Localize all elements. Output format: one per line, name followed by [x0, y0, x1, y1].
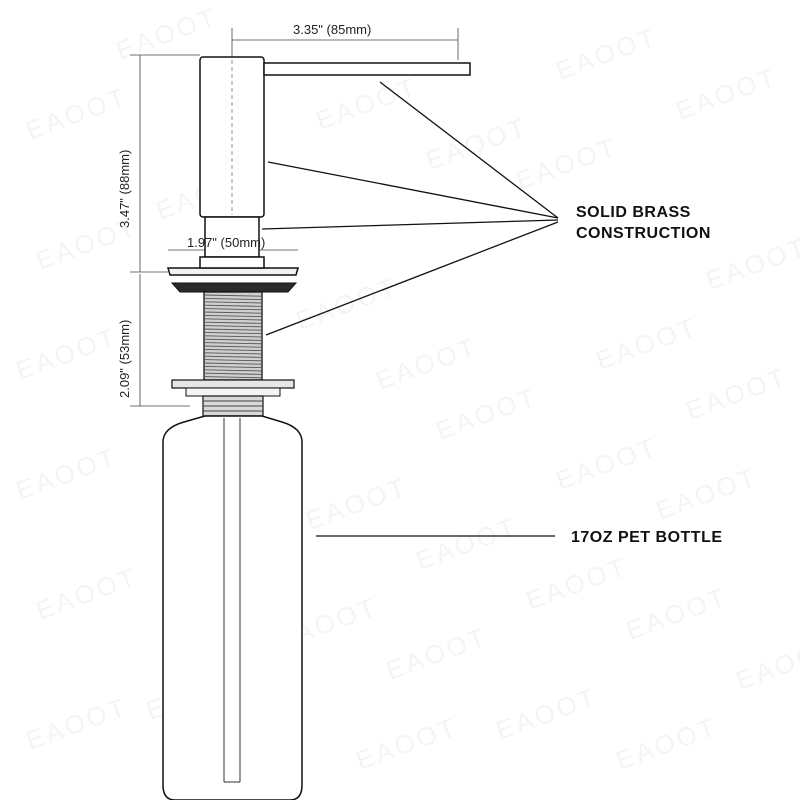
- pump-height-label: 3.47" (88mm): [117, 150, 132, 228]
- thread-line: [203, 321, 263, 324]
- watermark-text: EAOOT: [372, 331, 482, 395]
- thread-line: [203, 352, 263, 355]
- watermark-text: EAOOT: [432, 381, 542, 445]
- thread-line: [203, 318, 263, 321]
- thread-line: [203, 338, 263, 341]
- dimension-lines: [130, 28, 459, 407]
- brass-callout-line2: CONSTRUCTION: [576, 225, 711, 242]
- watermark-text: EAOOT: [12, 321, 122, 385]
- watermark-text: EAOOT: [352, 711, 462, 775]
- thread-line: [203, 362, 263, 365]
- watermark-text: EAOOT: [612, 711, 722, 775]
- watermark-text: EAOOT: [592, 311, 702, 375]
- thread-line: [203, 365, 263, 369]
- watermark-text: EAOOT: [732, 631, 800, 695]
- watermark-text: EAOOT: [22, 691, 132, 755]
- shank-threads: [203, 294, 263, 382]
- watermark-text: EAOOT: [112, 1, 222, 65]
- mounting-nut: [171, 379, 295, 389]
- flange-plate: [167, 267, 299, 276]
- flange-diameter-label: 1.97" (50mm): [187, 235, 265, 250]
- watermark-text: EAOOT: [492, 681, 602, 745]
- thread-line: [203, 376, 263, 379]
- thread-line: [203, 345, 263, 348]
- nut-hub: [185, 387, 281, 397]
- thread-line: [203, 304, 263, 307]
- thread-line: [203, 311, 263, 314]
- callout-leaders: [261, 81, 559, 537]
- brass-leader-body: [267, 161, 559, 219]
- brass-leader-neck: [261, 219, 559, 230]
- pet-bottle: [162, 415, 303, 800]
- watermark-text: EAOOT: [552, 21, 662, 85]
- watermark-text: EAOOT: [382, 621, 492, 685]
- watermark-text: EAOOT: [512, 131, 622, 195]
- thread-line: [203, 359, 263, 362]
- watermark-text: EAOOT: [682, 361, 792, 425]
- thread-line: [203, 325, 263, 328]
- thread-line: [203, 308, 263, 311]
- watermark-text: EAOOT: [622, 581, 732, 645]
- thread-line: [203, 297, 263, 301]
- watermark-text: EAOOT: [522, 551, 632, 615]
- pump-neck: [204, 216, 260, 258]
- watermark-text: EAOOT: [12, 441, 122, 505]
- thread-line: [203, 301, 263, 304]
- watermark-text: EAOOT: [312, 71, 422, 135]
- brass-callout-line1: SOLID BRASS: [576, 204, 691, 221]
- rubber-gasket: [170, 282, 298, 293]
- thread-line: [203, 342, 263, 345]
- watermark-text: EAOOT: [412, 511, 522, 575]
- bottle-outline: [162, 415, 303, 800]
- watermark-text: EAOOT: [652, 461, 762, 525]
- thread-line: [203, 369, 263, 372]
- bottle-neck-threads: [203, 400, 263, 412]
- spout-length-label: 3.35" (85mm): [293, 22, 371, 37]
- watermark-text: EAOOT: [702, 231, 800, 295]
- thread-line: [203, 348, 263, 352]
- shank-length-label: 2.09" (53mm): [117, 320, 132, 398]
- thread-line: [203, 372, 263, 375]
- watermark-text: EAOOT: [552, 431, 662, 495]
- pump-head: [167, 56, 471, 276]
- brass-leader-shank: [265, 221, 559, 336]
- watermark-text: EAOOT: [672, 61, 782, 125]
- watermark-text: EAOOT: [22, 81, 132, 145]
- threaded-shank: [203, 291, 263, 382]
- thread-line: [203, 331, 263, 335]
- thread-line: [203, 294, 263, 297]
- thread-line: [203, 335, 263, 338]
- bottle-callout: 17OZ PET BOTTLE: [571, 529, 723, 546]
- thread-line: [203, 314, 263, 318]
- watermark-text: EAOOT: [32, 561, 142, 625]
- spout-arm: [263, 62, 471, 76]
- thread-line: [203, 355, 263, 358]
- brass-leader-spout: [379, 81, 559, 219]
- flange-collar: [199, 256, 265, 269]
- watermark-text: EAOOT: [302, 471, 412, 535]
- thread-line: [203, 328, 263, 331]
